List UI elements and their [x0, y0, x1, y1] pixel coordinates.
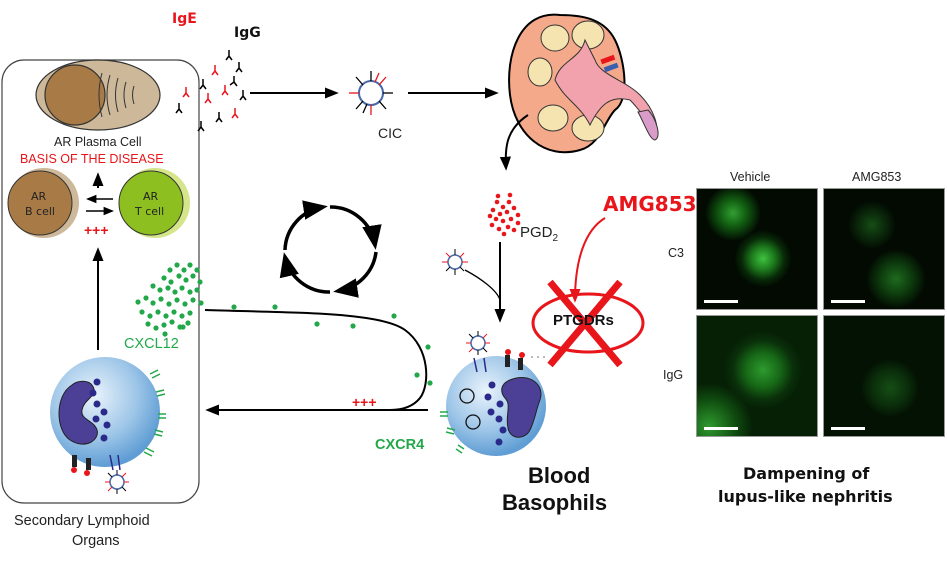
basophil-blood-icon: [440, 331, 546, 456]
cxcl12-dots-icon: [135, 262, 433, 386]
b-cell-label-1: AR: [31, 190, 47, 203]
secondary-lymphoid-label-1: Secondary Lymphoid: [14, 513, 150, 529]
plus-mid-label: +++: [352, 394, 377, 410]
immune-complex-small-icon: [442, 249, 468, 275]
micrograph-c3-amg853: [823, 188, 945, 310]
ige-label: IgE: [172, 11, 197, 27]
t-cell-label-1: AR: [143, 190, 159, 203]
kidney-icon: [508, 13, 659, 154]
column-header-amg853: AMG853: [852, 170, 902, 184]
plasma-cell-label: AR Plasma Cell: [54, 135, 142, 149]
cxcr4-label: CXCR4: [375, 437, 425, 453]
micrograph-igg-vehicle: [696, 315, 818, 437]
arrow-kidney-to-pgd2: [499, 114, 529, 171]
cic-label: CIC: [378, 125, 403, 141]
amg853-label: AMG853: [603, 192, 697, 216]
amg853-inhibit-arrow: [569, 217, 606, 303]
migration-path: [204, 309, 428, 411]
b-cell-label-2: B cell: [25, 205, 55, 218]
basis-label: BASIS OF THE DISEASE: [20, 152, 164, 166]
immune-complex-icon: [349, 71, 393, 115]
pgd2-subscript: 2: [552, 233, 559, 244]
dampening-label-2: lupus-like nephritis: [718, 487, 893, 506]
antibody-cluster-icon: [175, 50, 247, 132]
igg-label: IgG: [234, 25, 261, 41]
dampening-label-1: Dampening of: [743, 464, 870, 483]
basophil-lymphoid-icon: [50, 357, 166, 494]
blood-basophils-label-1: Blood: [528, 463, 591, 488]
micrograph-c3-vehicle: [696, 188, 818, 310]
scale-bar: [704, 427, 738, 430]
t-cell-label-2: T cell: [135, 205, 165, 218]
scale-bar: [704, 300, 738, 303]
scale-bar: [831, 427, 865, 430]
plasma-cell-icon: [35, 59, 161, 131]
b-cell-icon: [7, 168, 79, 238]
column-header-vehicle: Vehicle: [730, 170, 771, 184]
blood-basophils-label-2: Basophils: [502, 490, 608, 515]
cxcl12-label: CXCL12: [124, 336, 179, 352]
plus-left-label: +++: [84, 222, 109, 238]
pgd2-dots-icon: [487, 192, 521, 237]
scale-bar: [831, 300, 865, 303]
cross-icon: [547, 279, 623, 368]
row-header-igg: IgG: [663, 368, 684, 382]
ptgdrs-label: PTGDRs: [553, 312, 614, 329]
pgd2-text: PGD: [520, 224, 553, 241]
ptgdrs-ellipse: [531, 292, 645, 354]
secondary-lymphoid-label-2: Organs: [72, 533, 120, 549]
cycle-arrows-icon: [279, 200, 382, 298]
pgd2-label: PGD2: [520, 224, 558, 244]
row-header-c3: C3: [668, 246, 684, 260]
t-cell-icon: [118, 168, 190, 238]
micrograph-igg-amg853: [823, 315, 945, 437]
